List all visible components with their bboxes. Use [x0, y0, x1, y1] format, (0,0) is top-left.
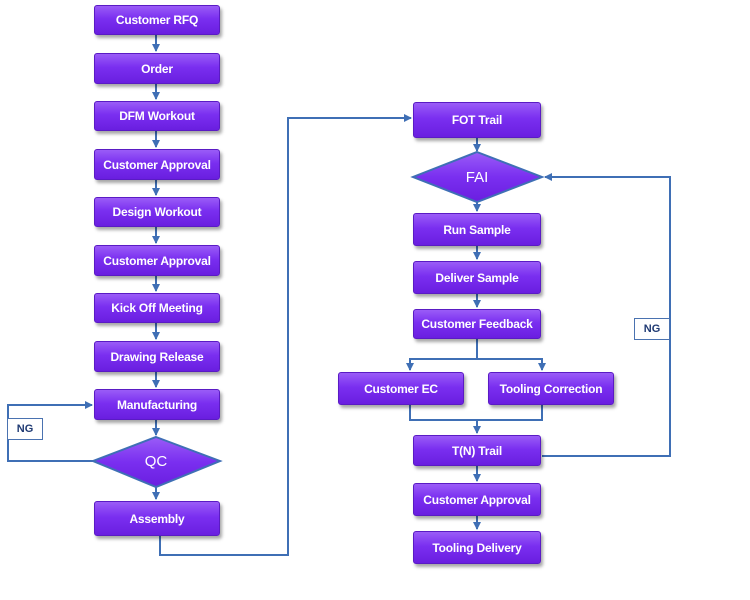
assembly-label: Assembly: [129, 511, 185, 526]
design-workout-step: Design Workout: [94, 197, 220, 227]
ng-label-right: NG: [634, 318, 670, 340]
customer-ec-step: Customer EC: [338, 372, 464, 405]
fot-trail-label: FOT Trail: [451, 113, 503, 127]
manufacturing-step: Manufacturing: [94, 389, 220, 420]
customer-feedback-step: Customer Feedback: [413, 309, 541, 339]
kick-off-meeting-label: Kick Off Meeting: [111, 301, 203, 315]
customer-approval-label-3: Customer Approval: [423, 492, 531, 507]
kick-off-meeting-step: Kick Off Meeting: [94, 293, 220, 323]
qc-decision-label: QC: [144, 452, 168, 470]
dfm-workout-step: DFM Workout: [94, 101, 220, 131]
tn-trail-label: T(N) Trail: [451, 443, 502, 458]
assembly-step: Assembly: [94, 501, 220, 536]
ng-label-left: NG: [7, 418, 43, 440]
tooling-delivery-step: Tooling Delivery: [413, 531, 541, 564]
customer-feedback-label: Customer Feedback: [421, 317, 533, 331]
tooling-correction-step: Tooling Correction: [488, 372, 614, 405]
customer-approval-step-1: Customer Approval: [94, 149, 220, 180]
fot-trail-step: FOT Trail: [413, 102, 541, 138]
qc-diamond: [90, 435, 223, 489]
manufacturing-label: Manufacturing: [116, 397, 198, 412]
run-sample-step: Run Sample: [413, 213, 541, 246]
merge-ec: [409, 405, 481, 434]
customer-approval-step-2: Customer Approval: [94, 245, 220, 276]
deliver-sample-label: Deliver Sample: [435, 270, 519, 285]
customer-approval-label-2: Customer Approval: [103, 253, 211, 268]
customer-approval-step-3: Customer Approval: [413, 483, 541, 516]
deliver-sample-step: Deliver Sample: [413, 261, 541, 294]
dfm-workout-label: DFM Workout: [119, 109, 195, 123]
customer-ec-label: Customer EC: [364, 381, 438, 396]
order-step: Order: [94, 53, 220, 84]
drawing-release-step: Drawing Release: [94, 341, 220, 372]
split-feedback: [406, 339, 478, 371]
split-feedback-right: [477, 358, 546, 371]
run-sample-label: Run Sample: [443, 222, 511, 237]
customer-rfq-label: Customer RFQ: [115, 13, 199, 27]
merge-tooling: [477, 405, 543, 421]
ng-loop-right: [542, 173, 671, 457]
order-label: Order: [141, 61, 173, 76]
tn-trail-step: T(N) Trail: [413, 435, 541, 466]
connector-assembly-fot: [159, 114, 412, 556]
customer-rfq-step: Customer RFQ: [94, 5, 220, 35]
fai-diamond: [410, 150, 545, 204]
drawing-release-label: Drawing Release: [110, 349, 204, 364]
tooling-delivery-label: Tooling Delivery: [432, 540, 522, 555]
customer-approval-label-1: Customer Approval: [103, 157, 211, 172]
design-workout-label: Design Workout: [112, 205, 202, 219]
fai-decision-label: FAI: [465, 168, 489, 186]
tooling-correction-label: Tooling Correction: [499, 381, 603, 396]
